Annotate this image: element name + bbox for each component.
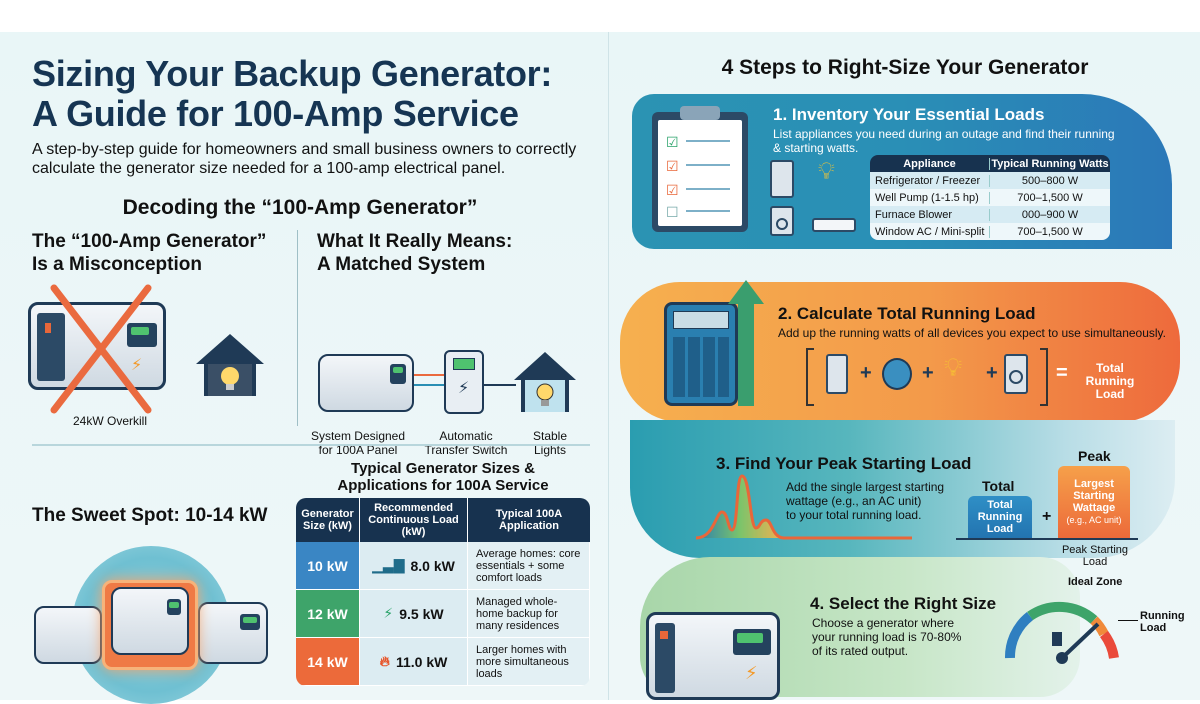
step-2-text: Add up the running watts of all devices … [778,326,1167,340]
air-conditioner-icon [812,218,856,232]
generator-small-icon [34,606,102,664]
wire [484,384,516,386]
size-cell: 12 kW [296,590,360,638]
open-bracket [806,348,814,406]
equals-sign: = [1056,362,1068,384]
section-divider [32,444,590,446]
step-3-title: 3. Find Your Peak Starting Load [716,454,972,473]
load-cell: ▁▃▇8.0 kW [360,542,468,590]
plus-sign: + [922,362,934,384]
plus-sign: + [986,362,998,384]
running-load-label: Running Load [1140,610,1185,634]
house-lightbulb-icon [514,352,576,412]
plus-sign: + [1042,508,1052,525]
table-row: 14 kW 🔥︎11.0 kW Larger homes with more s… [296,638,590,686]
application-cell: Average homes: core essentials + some co… [468,542,590,590]
column-header: Typical Running Watts [991,157,1109,170]
table-header-row: Appliance Typical Running Watts [870,155,1110,172]
lightbulb-icon: 💡︎ [818,158,835,185]
table-header-row: Generator Size (kW) Recommended Continuo… [296,498,590,542]
table-row: Furnace Blower 000–900 W [870,206,1110,223]
lightning-icon: ⚡ [383,605,394,621]
table-row: Well Pump (1-1.5 hp) 700–1,500 W [870,189,1110,206]
column-divider [608,32,609,700]
step-1-text: List appliances you need during an outag… [773,127,1115,155]
sizes-table-title: Typical Generator Sizes & Applications f… [337,460,549,494]
refrigerator-icon [770,160,794,198]
transfer-switch-icon: ⚡ [444,350,484,414]
washer-icon [770,206,794,236]
column-header: Appliance [870,157,990,170]
caption-transfer-switch: Automatic Transfer Switch [424,429,508,457]
step-1-title: 1. Inventory Your Essential Loads [773,105,1045,124]
matched-generator-icon [318,354,414,412]
decoding-heading: Decoding the “100-Amp Generator” [122,196,478,219]
load-gauge-icon [1004,601,1119,664]
appliance-watts-table: Appliance Typical Running Watts Refriger… [870,155,1110,240]
steps-heading: 4 Steps to Right-Size Your Generator [721,56,1089,79]
column-header: Recommended Continuous Load (kW) [360,498,468,542]
divider [297,230,298,426]
sweet-spot-generator-icon [102,580,198,670]
step-2-title: 2. Calculate Total Running Load [778,304,1036,323]
application-cell: Larger homes with more simultaneous load… [468,638,590,686]
size-cell: 14 kW [296,638,360,686]
page-subtitle: A step-by-step guide for homeowners and … [32,141,577,177]
calculator-icon [664,302,738,406]
matched-system-heading: What It Really Means: A Matched System [317,231,513,275]
bar-chart-icon: ▁▃▇ [372,557,405,573]
generator-icon: ⚡ [646,612,780,700]
generator-sizes-table: Generator Size (kW) Recommended Continuo… [296,498,590,686]
wire [414,384,444,386]
overkill-caption: 24kW Overkill [72,414,147,428]
baseline [956,538,1138,540]
caption-system-designed: System Designed for 100A Panel [310,429,406,457]
table-row: 10 kW ▁▃▇8.0 kW Average homes: core esse… [296,542,590,590]
table-row: Refrigerator / Freezer 500–800 W [870,172,1110,189]
cross-out-icon [50,284,152,414]
step-4-text: Choose a generator where your running lo… [812,616,962,658]
house-lightbulb-icon [196,334,264,396]
table-row: 12 kW ⚡9.5 kW Managed whole-home backup … [296,590,590,638]
ideal-zone-label: Ideal Zone [1068,576,1123,588]
up-arrow-icon [728,280,764,406]
infographic: Sizing Your Backup Generator: A Guide fo… [0,32,1200,704]
peak-starting-load-label: Peak Starting Load [1061,544,1129,568]
clipboard-icon: ☑ ☑ ☑ ☐ [652,106,748,232]
step-3-text: Add the single largest starting wattage … [786,480,945,522]
peak-curve-icon [695,474,912,540]
caption-stable-lights: Stable Lights [532,429,568,457]
refrigerator-icon [826,354,848,394]
sweet-spot-heading: The Sweet Spot: 10-14 kW [32,505,268,526]
column-header: Typical 100A Application [468,498,590,542]
flame-icon: 🔥︎ [379,653,390,669]
oversized-generator-icon: ⚡ [28,302,166,390]
largest-starting-wattage-box: Largest Starting Wattage (e.g., AC unit) [1058,466,1130,538]
total-running-load-box: Total Running Load [968,496,1032,538]
pointer-line [1118,620,1138,621]
total-running-load-label: Total Running Load [1085,361,1135,401]
step-4-title: 4. Select the Right Size [810,594,997,613]
load-cell: 🔥︎11.0 kW [360,638,468,686]
table-row: Window AC / Mini-split 700–1,500 W [870,223,1110,240]
column-header: Generator Size (kW) [296,498,360,542]
application-cell: Managed whole-home backup for many resid… [468,590,590,638]
generator-large-icon [198,602,268,664]
size-cell: 10 kW [296,542,360,590]
plus-sign: + [860,362,872,384]
misconception-heading: The “100-Amp Generator” Is a Misconcepti… [32,231,267,275]
wire [414,374,444,376]
lightbulb-icon: 💡︎ [944,352,963,382]
furnace-icon [1004,354,1028,394]
total-label: Total [982,478,1015,494]
close-bracket [1040,348,1048,406]
pump-icon [882,358,912,390]
load-cell: ⚡9.5 kW [360,590,468,638]
page-title: Sizing Your Backup Generator: A Guide fo… [32,53,553,134]
peak-label: Peak [1078,448,1111,464]
